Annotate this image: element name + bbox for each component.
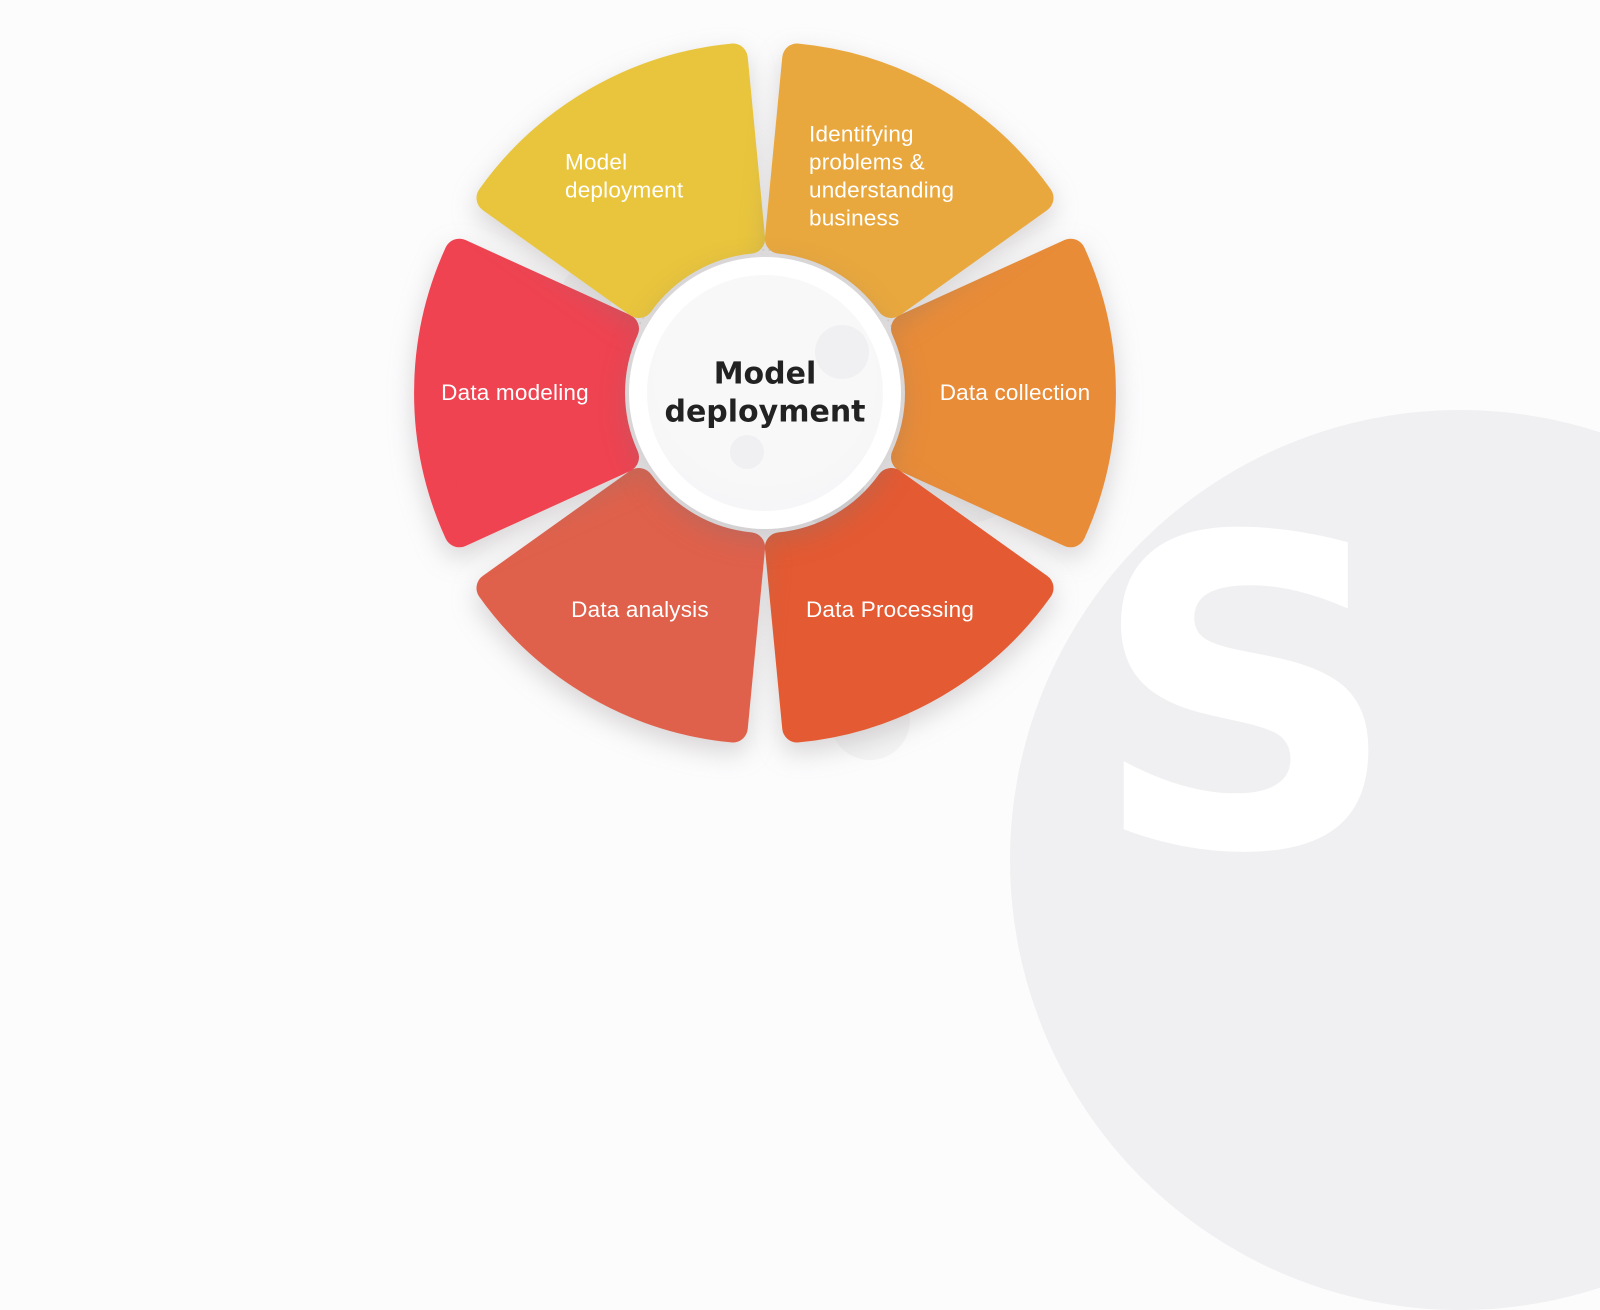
center-title: Model deployment [664,356,866,430]
decor-bubble [815,325,869,379]
center-disc [647,275,883,511]
segment-identifying-problems [764,43,1054,318]
segment-label-data-modeling: Data modeling [441,380,589,406]
segment-data-modeling [414,238,639,548]
decor-bubble [730,435,764,469]
segment-model-deployment [476,43,766,318]
segment-data-collection [891,238,1116,548]
segment-label-data-processing: Data Processing [805,596,975,622]
segment-label-data-collection: Data collection [939,380,1091,406]
segment-data-processing [764,468,1054,743]
diagram-petals [414,43,1116,743]
segment-label-model-deployment: Model deployment [565,149,684,203]
segment-data-analysis [476,468,766,743]
segment-label-data-analysis: Data analysis [571,596,709,622]
segment-label-identifying-problems: Identifying problems & understanding bus… [809,122,955,231]
